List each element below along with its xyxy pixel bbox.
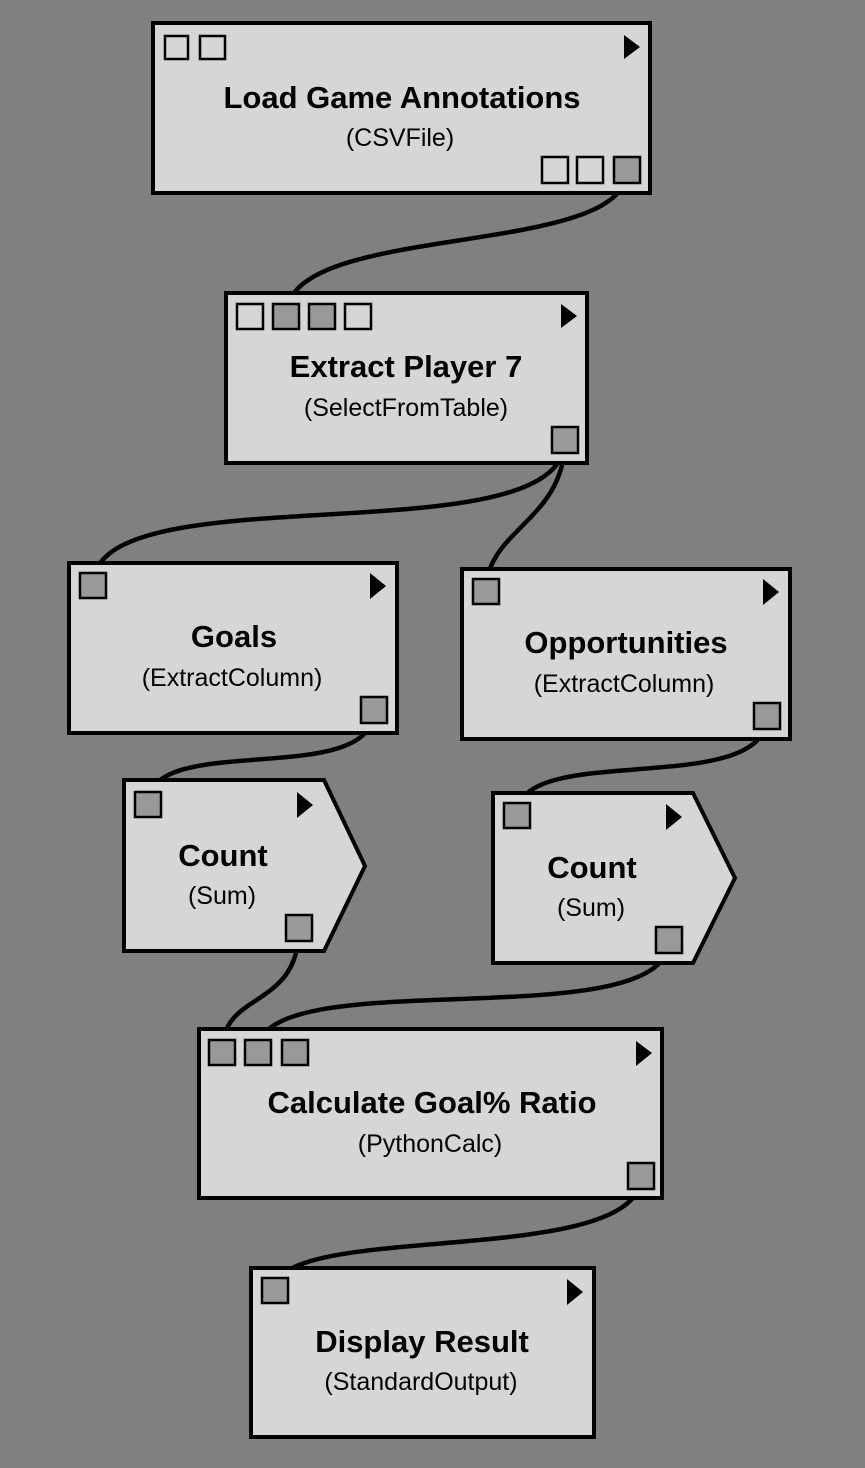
input-port[interactable]: [280, 1038, 310, 1067]
module-opportunities[interactable]: Opportunities (ExtractColumn): [460, 567, 792, 741]
output-port[interactable]: [654, 925, 684, 955]
input-port[interactable]: [163, 34, 190, 61]
module-title: Display Result: [315, 1324, 529, 1359]
play-icon[interactable]: [666, 804, 682, 830]
module-title: Count: [178, 838, 268, 873]
connections: [90, 167, 770, 1293]
output-port[interactable]: [359, 695, 389, 725]
module-type: (CSVFile): [346, 124, 454, 152]
input-port[interactable]: [207, 1038, 237, 1067]
input-port[interactable]: [471, 577, 501, 606]
module-body: [460, 567, 792, 741]
module-type: (SelectFromTable): [304, 394, 508, 422]
module-type: (StandardOutput): [324, 1368, 517, 1396]
module-body: [122, 778, 368, 953]
module-type: (ExtractColumn): [534, 670, 715, 698]
play-icon[interactable]: [561, 304, 577, 328]
module-extract-player-7[interactable]: Extract Player 7 (SelectFromTable): [224, 291, 589, 465]
connection-load-to-extract[interactable]: [283, 167, 630, 319]
play-icon[interactable]: [297, 792, 313, 818]
module-title: Goals: [191, 619, 277, 654]
module-type: (PythonCalc): [358, 1130, 503, 1158]
input-port[interactable]: [260, 1276, 290, 1305]
input-port[interactable]: [271, 302, 301, 331]
connection-count2-to-calc[interactable]: [255, 937, 672, 1054]
output-port[interactable]: [575, 155, 605, 185]
input-port[interactable]: [307, 302, 337, 331]
module-body: [67, 561, 399, 735]
module-load-game-annotations[interactable]: Load Game Annotations (CSVFile): [151, 21, 652, 195]
play-icon[interactable]: [370, 573, 386, 599]
output-port[interactable]: [284, 913, 314, 943]
module-body: [197, 1027, 664, 1200]
module-title: Opportunities: [524, 625, 727, 660]
play-icon[interactable]: [567, 1279, 583, 1305]
output-port[interactable]: [752, 701, 782, 731]
module-body: [249, 1266, 596, 1439]
input-port[interactable]: [198, 34, 227, 61]
input-port[interactable]: [78, 571, 108, 600]
module-calculate-goal-ratio[interactable]: Calculate Goal% Ratio (PythonCalc): [197, 1027, 664, 1200]
module-count-goals[interactable]: Count (Sum): [122, 778, 368, 953]
input-port[interactable]: [343, 302, 373, 331]
input-port[interactable]: [502, 801, 532, 830]
connection-extract-to-goals[interactable]: [90, 437, 568, 588]
play-icon[interactable]: [763, 579, 779, 605]
module-type: (Sum): [557, 894, 625, 922]
input-port[interactable]: [235, 302, 265, 331]
module-title: Extract Player 7: [290, 349, 523, 384]
module-type: (ExtractColumn): [142, 664, 323, 692]
module-body: [491, 791, 738, 965]
input-port[interactable]: [133, 790, 163, 819]
output-port[interactable]: [612, 155, 642, 185]
play-icon[interactable]: [624, 35, 640, 59]
play-icon[interactable]: [636, 1041, 652, 1066]
module-display-result[interactable]: Display Result (StandardOutput): [249, 1266, 596, 1439]
output-port[interactable]: [540, 155, 570, 185]
module-goals[interactable]: Goals (ExtractColumn): [67, 561, 399, 735]
module-count-opportunities[interactable]: Count (Sum): [491, 791, 738, 965]
module-type: (Sum): [188, 882, 256, 910]
input-port[interactable]: [243, 1038, 273, 1067]
module-title: Load Game Annotations: [223, 80, 580, 115]
output-port[interactable]: [626, 1161, 656, 1191]
module-title: Calculate Goal% Ratio: [267, 1085, 596, 1120]
module-title: Count: [547, 850, 637, 885]
output-port[interactable]: [550, 425, 580, 455]
